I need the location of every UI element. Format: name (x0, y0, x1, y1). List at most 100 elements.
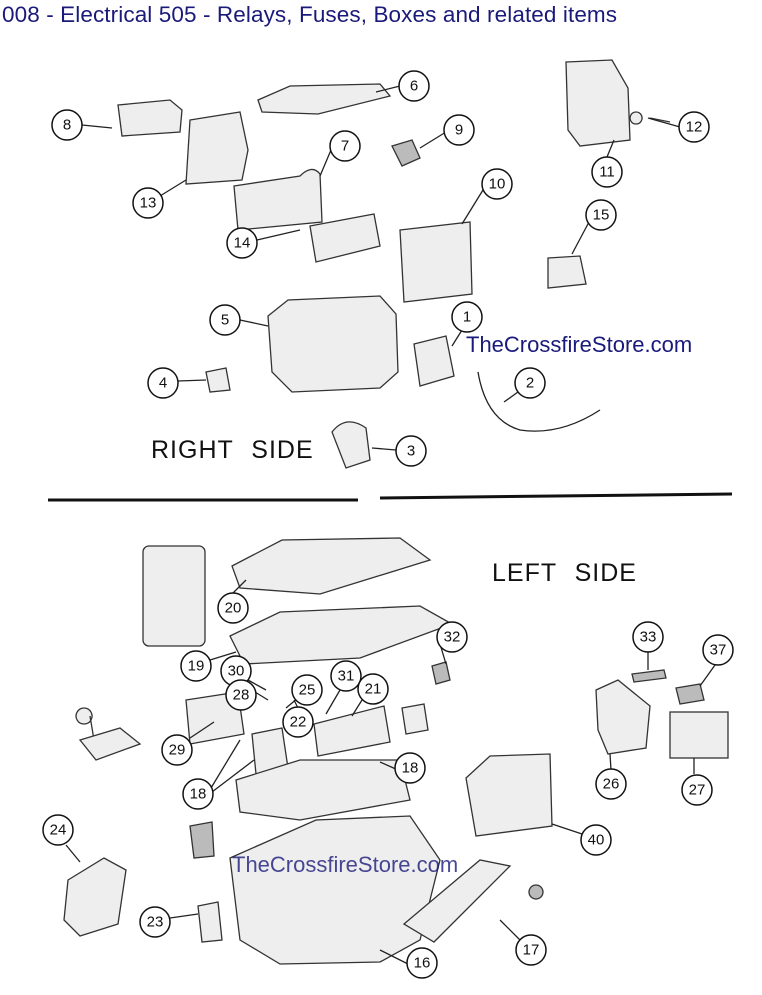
callout-29: 29 (161, 734, 193, 766)
callout-number: 40 (588, 832, 605, 849)
divider-right (379, 492, 733, 500)
callout-number: 9 (455, 122, 463, 139)
callout-12: 12 (678, 111, 710, 143)
callout-7: 7 (329, 130, 361, 162)
part-20-cover (231, 537, 432, 595)
callout-32: 32 (436, 621, 468, 653)
part-nut (528, 884, 544, 900)
callout-8: 8 (51, 109, 83, 141)
part-2-cable (477, 371, 601, 432)
callout-number: 19 (188, 658, 205, 675)
callout-30: 30 (220, 655, 252, 687)
left-side-label: LEFT SIDE (492, 559, 637, 587)
part-6-cover (257, 83, 392, 115)
watermark-top: TheCrossfireStore.com (466, 332, 692, 357)
part-19-frame (229, 605, 454, 665)
parts-left-side (63, 537, 729, 965)
callout-28: 28 (225, 679, 257, 711)
part-label-card (142, 545, 206, 647)
callout-1: 1 (451, 301, 483, 333)
callout-25: 25 (291, 674, 323, 706)
callout-6: 6 (398, 70, 430, 102)
callout-number: 14 (234, 235, 251, 252)
part-18-relay-b (401, 703, 429, 735)
part-14-module (309, 213, 381, 263)
page-title: 008 - Electrical 505 - Relays, Fuses, Bo… (2, 2, 618, 27)
callout-number: 29 (169, 742, 186, 759)
part-21-fuse-strip (313, 705, 391, 757)
callout-number: 17 (523, 942, 540, 959)
callout-20: 20 (217, 592, 249, 624)
callout-5: 5 (209, 304, 241, 336)
part-fuse-carrier (235, 759, 411, 821)
callout-number: 21 (365, 681, 382, 698)
callout-37: 37 (702, 634, 734, 666)
part-37-clip (675, 683, 705, 705)
part-7-shield (233, 168, 323, 231)
callout-number: 33 (640, 629, 657, 646)
callout-number: 10 (489, 176, 506, 193)
callout-number: 32 (444, 629, 461, 646)
part-connector (78, 727, 142, 761)
part-15-bracket (547, 255, 587, 289)
callout-number: 3 (407, 443, 415, 460)
part-16-lower-box (229, 815, 441, 965)
part-27-label (669, 711, 729, 759)
part-40-module (465, 753, 553, 837)
callout-23: 23 (139, 906, 171, 938)
part-13-fuse-holder (185, 111, 249, 185)
callout-number: 18 (402, 760, 419, 777)
callout-number: 37 (710, 642, 727, 659)
callout-number: 4 (159, 375, 167, 392)
callout-2: 2 (514, 367, 546, 399)
part-17-gasket (402, 859, 512, 943)
callout-number: 13 (140, 195, 157, 212)
part-grommet (189, 821, 215, 859)
callout-11: 11 (591, 156, 623, 188)
part-33-strip (631, 669, 667, 683)
part-12-screw (629, 111, 671, 125)
callout-number: 18 (190, 786, 207, 803)
callout-number: 6 (410, 78, 418, 95)
callout-40: 40 (580, 824, 612, 856)
callout-number: 15 (593, 207, 610, 224)
callout-number: 5 (221, 312, 229, 329)
callout-number: 12 (686, 119, 703, 136)
part-screw (75, 707, 95, 741)
callout-24: 24 (42, 814, 74, 846)
part-1-gasket (413, 335, 455, 387)
callout-22: 22 (282, 706, 314, 738)
part-26-fuse-box (595, 679, 651, 755)
callout-number: 11 (599, 164, 615, 181)
part-32-relay (431, 661, 451, 685)
watermark-bottom: TheCrossfireStore.com (232, 852, 458, 877)
callout-number: 23 (147, 914, 164, 931)
callout-21: 21 (357, 673, 389, 705)
callout-number: 7 (341, 138, 349, 155)
part-3-fitting (331, 421, 371, 469)
part-9-relay (391, 139, 421, 167)
callout-number: 26 (603, 776, 620, 793)
part-10-module (399, 221, 473, 303)
callout-17: 17 (515, 934, 547, 966)
callout-3: 3 (395, 435, 427, 467)
callout-13: 13 (132, 187, 164, 219)
callout-26: 26 (595, 768, 627, 800)
right-side-label: RIGHT SIDE (151, 436, 314, 464)
callout-number: 28 (233, 687, 250, 704)
callout-number: 30 (228, 663, 245, 680)
part-24-module (63, 857, 127, 937)
callout-number: 20 (225, 600, 242, 617)
callout-15: 15 (585, 199, 617, 231)
callout-9: 9 (443, 114, 475, 146)
callout-number: 16 (414, 955, 431, 972)
part-8-relay-block (117, 99, 183, 137)
callout-16: 16 (406, 947, 438, 979)
callout-27: 27 (681, 774, 713, 806)
callout-number: 2 (526, 375, 534, 392)
part-5-box (267, 295, 399, 393)
callout-number: 1 (463, 309, 471, 326)
callout-18-left: 18 (182, 778, 214, 810)
callout-14: 14 (226, 227, 258, 259)
